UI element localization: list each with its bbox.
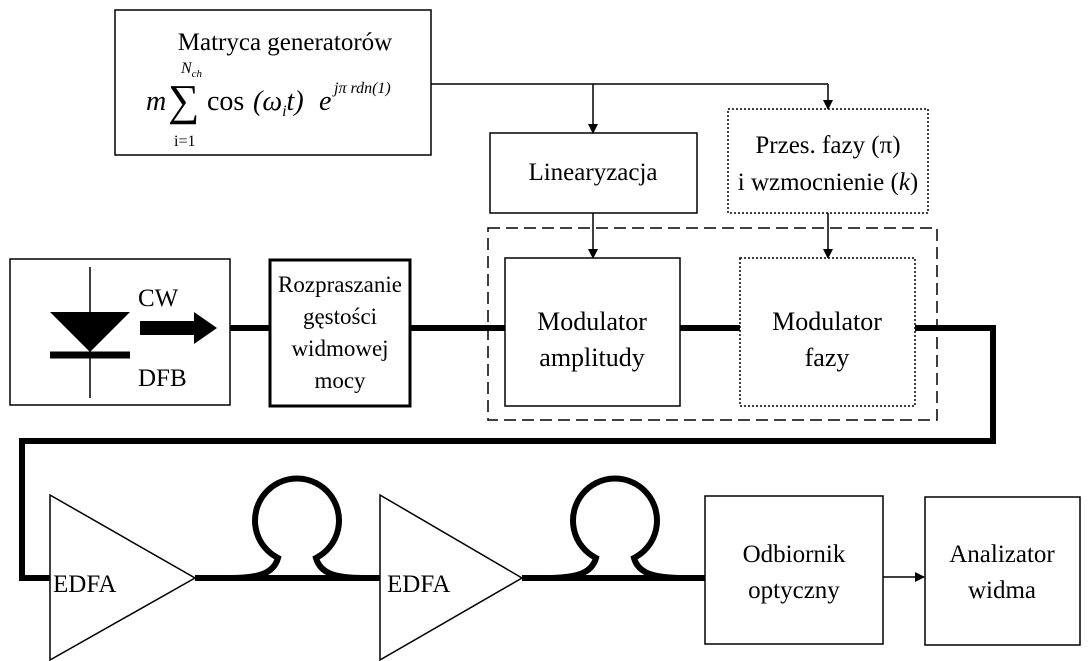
edfa-1-label: EDFA (53, 571, 116, 598)
scrambler-line-3: widmowej (291, 336, 388, 361)
laser-dfb-label: DFB (138, 365, 187, 392)
edfa-1-triangle (49, 493, 197, 661)
fiber-spool-2-icon (544, 475, 686, 581)
scrambler-line-1: Rozpraszanie (278, 272, 402, 297)
formula-exponent: jπ rdn(1) (332, 80, 391, 97)
formula-sum-upper: Nch (180, 60, 203, 80)
formula-sum-sign: ∑ (168, 76, 199, 125)
linearization-label: Linearyzacja (528, 159, 657, 186)
laser-box (9, 258, 231, 406)
formula-cos: cos (207, 86, 244, 117)
receiver-line-1: Odbiornik (743, 541, 846, 568)
generator-matrix-title: Matryca generatorów (178, 29, 392, 56)
phase-modulator-box (739, 257, 916, 407)
scrambler-box (268, 258, 412, 408)
phase-shift-box (727, 108, 929, 214)
amplitude-modulator-box (504, 257, 681, 407)
formula-omega: (ωit) (253, 86, 304, 120)
generator-output-lines (431, 83, 833, 134)
fiber-spool-1-icon (229, 475, 365, 581)
laser-diode-icon (50, 267, 130, 398)
generator-matrix-box (114, 9, 432, 156)
amplitude-modulator-line-1: Modulator (537, 307, 647, 336)
receiver-box (704, 495, 884, 645)
phase-modulator-line-1: Modulator (772, 307, 882, 336)
formula-exp-base: e (319, 86, 331, 117)
edfa-2-label: EDFA (387, 571, 450, 598)
laser-cw-label: CW (138, 285, 179, 312)
analyzer-line-2: widma (968, 577, 1036, 604)
phase-shift-line2: i wzmocnienie (k) (738, 169, 919, 196)
formula-sum-lower: i=1 (174, 133, 195, 150)
generator-formula: m ∑ Nch i=1 cos (ωit) e jπ rdn(1) (146, 60, 391, 150)
edfa-2-triangle (379, 493, 524, 661)
scrambler-line-4: mocy (314, 368, 366, 393)
analyzer-line-1: Analizator (949, 541, 1055, 568)
modulator-group-outline (487, 227, 938, 421)
analyzer-box (924, 496, 1081, 646)
formula-m: m (146, 86, 166, 117)
scrambler-line-2: gęstości (303, 304, 377, 329)
amplitude-modulator-line-2: amplitudy (539, 343, 644, 372)
phase-shift-line1: Przes. fazy (π) (755, 132, 900, 159)
receiver-line-2: optyczny (748, 577, 840, 604)
cw-output-arrow-icon (140, 312, 217, 344)
phase-modulator-line-2: fazy (805, 343, 850, 372)
